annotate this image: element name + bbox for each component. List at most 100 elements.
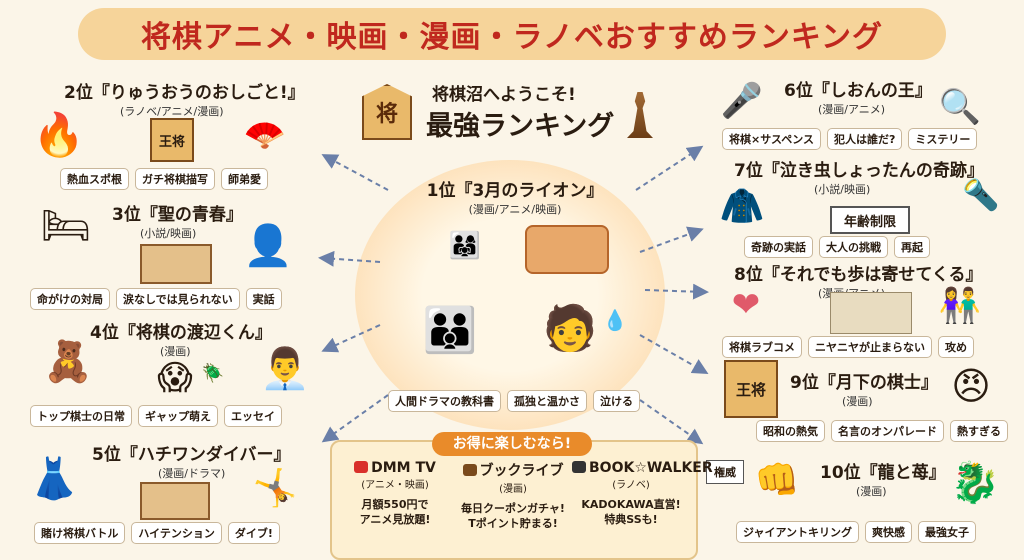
rank4-entry[interactable]: 4位『将棋の渡辺くん』 (漫画): [90, 318, 272, 359]
arrow-to-rank3: [318, 250, 381, 267]
service-name: ブックライブ: [479, 463, 564, 479]
tag: ギャップ萌え: [138, 405, 218, 427]
dragon-icon: 🐉: [950, 459, 1000, 506]
tag: 賭け将棋バトル: [34, 522, 126, 544]
spotlight-icon: 🔦: [962, 177, 1000, 213]
heart-icon: ❤: [731, 285, 761, 325]
businessman-icon: 👨‍💼: [260, 345, 310, 392]
ousho-piece-icon: 王将: [724, 360, 778, 418]
family-meal-icon: 👨‍👩‍👧: [448, 231, 482, 261]
shogi-board-icon: [140, 482, 210, 520]
rank9-tags: 昭和の熱気 名言のオンパレード 熱すぎる: [756, 420, 1008, 442]
schoolgirl-punch-icon: 👊: [754, 460, 800, 501]
promo-header: お得に楽しむなら!: [432, 432, 592, 456]
surprised-face-icon: 😱: [157, 358, 193, 398]
service-dmm-tv[interactable]: DMM TV (アニメ・映画) 月額550円で アニメ見放題!: [336, 460, 454, 527]
service-desc: 毎日クーポンガチャ!: [461, 502, 565, 515]
rank7-tags: 奇跡の実話 大人の挑戦 再起: [744, 236, 930, 258]
rank2-entry[interactable]: 2位『りゅうおうのおしごと!』 (ラノベ/アニメ/漫画): [64, 78, 305, 119]
welcome-line2: 最強ランキング: [426, 111, 615, 142]
microphone-icon: 🎤: [720, 81, 764, 121]
rank10-entry[interactable]: 10位『龍と苺』 (漫画): [820, 458, 946, 499]
tablet-icon: [572, 461, 586, 473]
play-icon: [354, 461, 369, 473]
rank1-title: 1位『3月のライオン』: [426, 181, 604, 201]
tag: 実話: [245, 288, 282, 310]
magnifier-icon: 🔍: [938, 87, 982, 127]
rank3-entry[interactable]: 3位『聖の青春』 (小説/映画): [112, 200, 243, 241]
ousho-piece-icon: 王将: [150, 118, 194, 162]
rank1-tags: 人間ドラマの教科書 孤独と温かさ 泣ける: [388, 390, 640, 412]
tag: 奇跡の実話: [744, 236, 813, 258]
service-bookwalker[interactable]: BOOK☆WALKER (ラノベ) KADOKAWA直営! 特典SSも!: [572, 460, 713, 527]
rank6-entry[interactable]: 6位『しおんの王』 (漫画/アニメ): [784, 76, 932, 117]
welcome-line1: 将棋沼へようこそ!: [432, 85, 576, 105]
tag: 将棋ラブコメ: [722, 336, 802, 358]
tag: 爽快感: [865, 521, 913, 543]
diving-man-icon: 🤸: [252, 468, 298, 509]
tag: 泣ける: [593, 390, 640, 412]
tag: ジャイアントキリング: [736, 521, 860, 543]
service-media: (ラノベ): [612, 480, 650, 491]
rank6-tags: 将棋×サスペンス 犯人は誰だ? ミステリー: [722, 128, 978, 150]
folding-fan-icon: 🪭: [243, 115, 287, 155]
shogi-board-icon: [140, 244, 212, 284]
title-banner: 将棋アニメ・映画・漫画・ラノベおすすめランキング: [78, 8, 946, 60]
tag: トップ棋士の日常: [30, 405, 132, 427]
fire-girl-icon: 🔥: [32, 110, 86, 159]
rank10-title: 10位『龍と苺』: [820, 463, 946, 483]
authority-sign: 権威: [706, 460, 744, 484]
tag: 熱血スポ根: [60, 168, 129, 190]
rank4-tags: トップ棋士の日常 ギャップ萌え エッセイ: [30, 405, 282, 427]
player-silhouette-icon: 👤: [243, 222, 293, 269]
rank3-tags: 命がけの対局 涙なしでは見られない 実話: [30, 288, 282, 310]
rank1-entry[interactable]: 1位『3月のライオン』 (漫画/アニメ/映画): [410, 176, 620, 217]
rank7-media: (小説/映画): [814, 183, 871, 196]
kotatsu-icon: [525, 225, 609, 274]
tag: 大人の挑戦: [819, 236, 888, 258]
rank1-media: (漫画/アニメ/映画): [468, 203, 562, 216]
center-glow: [355, 160, 665, 430]
service-desc: 特典SSも!: [604, 513, 658, 526]
bug-icon: 🪲: [201, 362, 225, 384]
arrow-to-rank9: [639, 334, 709, 374]
rank8-tags: 将棋ラブコメ ニヤニヤが止まらない 攻め: [722, 336, 974, 358]
tag: 再起: [894, 236, 930, 258]
tag: ハイテンション: [131, 522, 222, 544]
service-booklive[interactable]: ブックライブ (漫画) 毎日クーポンガチャ! Tポイント貯まる!: [454, 460, 572, 531]
arrow-to-rank8: [644, 283, 709, 300]
service-media: (漫画): [499, 484, 527, 495]
tag: 最強女子: [918, 521, 977, 543]
tag: 昭和の熱気: [756, 420, 825, 442]
rank9-entry[interactable]: 9位『月下の棋士』 (漫画): [790, 368, 938, 409]
tag: ニヤニヤが止まらない: [808, 336, 932, 358]
service-desc: Tポイント貯まる!: [468, 517, 558, 530]
rank3-title: 3位『聖の青春』: [112, 205, 243, 225]
arrow-to-rank2: [321, 154, 389, 191]
rank4-media: (漫画): [160, 345, 191, 358]
teddy-bears-icon: 🧸: [43, 338, 93, 385]
tag: 命がけの対局: [30, 288, 110, 310]
rank10-media: (漫画): [856, 485, 887, 498]
tag: 攻め: [938, 336, 974, 358]
service-name: DMM TV: [371, 460, 436, 476]
rank6-media: (漫画/アニメ): [818, 103, 886, 116]
rank9-media: (漫画): [842, 395, 873, 408]
service-desc: 月額550円で: [361, 498, 429, 511]
rank7-entry[interactable]: 7位『泣き虫しょったんの奇跡』 (小説/映画): [734, 156, 984, 197]
rank4-title: 4位『将棋の渡辺くん』: [90, 323, 272, 343]
couple-icon: 👫: [938, 286, 982, 326]
book-icon: [462, 464, 477, 476]
tag: ダイブ!: [227, 522, 280, 544]
hospital-bed-icon: 🛏: [40, 202, 92, 249]
tag: 犯人は誰だ?: [827, 128, 903, 150]
service-media: (アニメ・映画): [361, 480, 429, 491]
rank5-title: 5位『ハチワンダイバー』: [92, 445, 291, 465]
service-desc: アニメ見放題!: [359, 513, 431, 526]
classroom-icon: [830, 292, 912, 334]
rank6-title: 6位『しおんの王』: [784, 81, 932, 101]
rank5-entry[interactable]: 5位『ハチワンダイバー』 (漫画/ドラマ): [92, 440, 291, 481]
tag: 熱すぎる: [950, 420, 1008, 442]
service-desc: KADOKAWA直営!: [581, 498, 681, 511]
